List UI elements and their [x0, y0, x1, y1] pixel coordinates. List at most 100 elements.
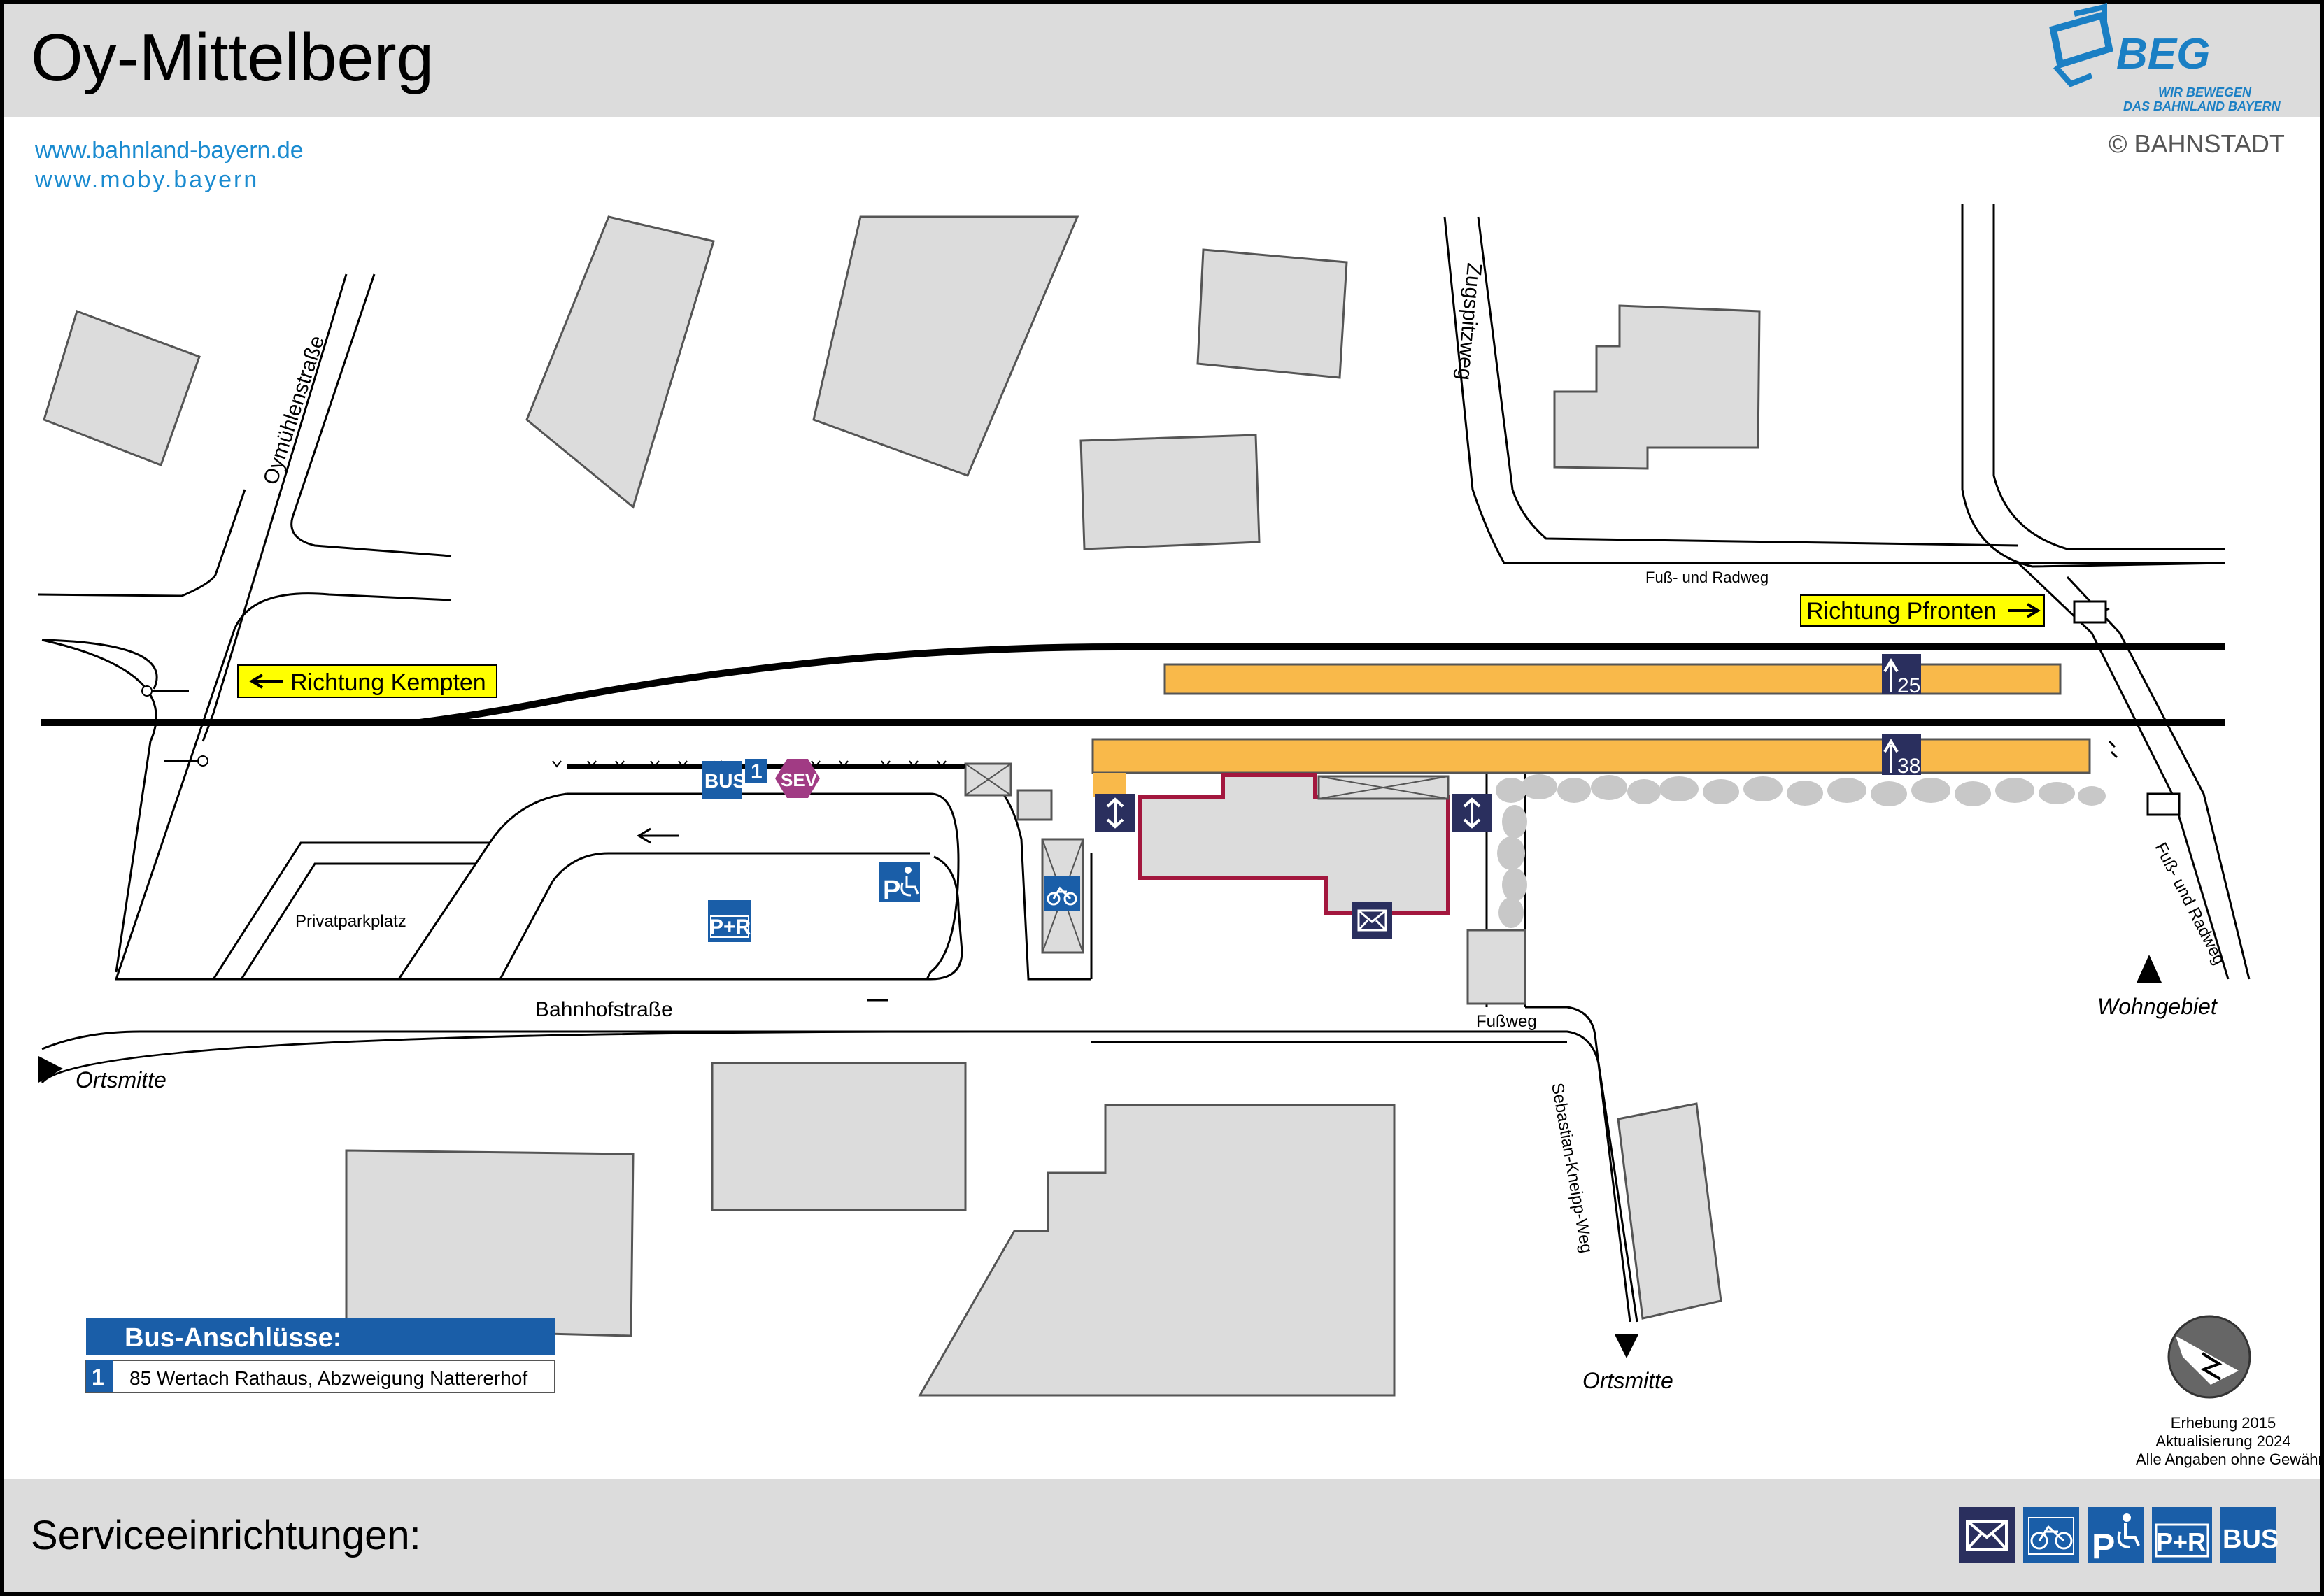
- platform-track-25: [1163, 663, 2062, 695]
- beg-logo-icon: [2049, 10, 2113, 69]
- bus-panel-row: [85, 1360, 555, 1393]
- footer-band: [4, 1479, 2320, 1592]
- station-canopy: [1317, 775, 1450, 800]
- bus-icon: [702, 761, 742, 799]
- service-disabled-parking: P: [2088, 1507, 2144, 1566]
- platform-extension: [1093, 773, 1126, 797]
- label-privatparkplatz: Privatparkplatz: [295, 912, 406, 931]
- bus-line-text: 85 Wertach Rathaus, Abzweigung Nattererh…: [129, 1367, 527, 1389]
- bus-stop-number: 1: [751, 760, 763, 783]
- park-and-ride-label: P+R: [709, 915, 751, 939]
- arrow-up-icon: [1883, 739, 1899, 773]
- sev-icon: [775, 759, 820, 798]
- building: [345, 1149, 635, 1337]
- header-band: [4, 4, 2320, 117]
- update-note: Aktualisierung 2024: [2155, 1432, 2290, 1450]
- park-and-ride-icon: [2155, 1523, 2209, 1558]
- link-bahnland-bayern[interactable]: www.bahnland-bayern.de: [34, 137, 304, 164]
- destination-label-ortsmitte-left: Ortsmitte: [76, 1067, 166, 1092]
- service-bus: BUS: [2220, 1507, 2279, 1563]
- arrow-left-icon: [249, 674, 283, 689]
- destination-label-ortsmitte-bottom: Ortsmitte: [1582, 1368, 1673, 1393]
- copyright-bahnstadt: © BAHNSTADT: [2109, 129, 2285, 158]
- mail-icon: [1357, 909, 1387, 932]
- bicycle-icon: [2030, 1532, 2048, 1550]
- bus-line-number: 1: [92, 1365, 104, 1390]
- bus-icon: [2220, 1507, 2276, 1563]
- shelters: [964, 762, 1526, 1005]
- building: [43, 310, 201, 466]
- bus-stop: BUS 1 SEV: [552, 759, 965, 799]
- right-crossing: [2073, 600, 2181, 816]
- track-sign-25: 25: [1882, 654, 1921, 697]
- access-ramp-right: [1452, 794, 1492, 832]
- destination-label-wohngebiet: Wohngebiet: [2097, 994, 2218, 1019]
- building: [525, 215, 715, 509]
- bus-stop-label: BUS: [704, 770, 746, 792]
- up-down-arrow-icon: [1463, 797, 1481, 829]
- railway-tracks: [41, 643, 2225, 726]
- triangle-marker-icon: [1615, 1334, 1638, 1358]
- street-label-bahnhofstrasse: Bahnhofstraße: [535, 998, 673, 1021]
- wheelchair-icon: [905, 867, 912, 874]
- destination-wohngebiet: Wohngebiet: [2097, 955, 2218, 1019]
- platform-track-38: [1091, 738, 2091, 774]
- disclaimer-note: Alle Angaben ohne Gewähr!: [2136, 1451, 2324, 1468]
- service-mail: [1959, 1507, 2015, 1563]
- direction-kempten-label: Richtung Kempten: [290, 669, 486, 696]
- park-and-ride-marker: P+R: [708, 900, 751, 942]
- building: [812, 215, 1079, 477]
- direction-pfronten: Richtung Pfronten: [1800, 594, 2045, 627]
- street-label-fuss-radweg-top: Fuß- und Radweg: [1645, 569, 1769, 586]
- triangle-marker-icon: [38, 1056, 63, 1083]
- service-bicycle: [2023, 1507, 2079, 1563]
- bus-panel-title: Bus-Anschlüsse:: [125, 1323, 341, 1353]
- services-label: Serviceeinrichtungen:: [31, 1513, 421, 1558]
- service-pr-label: P+R: [2156, 1527, 2206, 1556]
- sev-label: SEV: [781, 769, 818, 790]
- compass-north-icon: [2167, 1315, 2251, 1399]
- street-label-fussweg: Fußweg: [1476, 1012, 1537, 1031]
- direction-pfronten-label: Richtung Pfronten: [1806, 598, 1997, 625]
- page-title: Oy-Mittelberg: [31, 20, 434, 95]
- destination-ortsmitte-left: Ortsmitte: [38, 1056, 166, 1092]
- service-bus-label: BUS: [2223, 1525, 2279, 1554]
- up-down-arrow-icon: [1106, 797, 1124, 829]
- level-crossing-signals: [141, 685, 208, 767]
- hedge: [1496, 774, 2106, 928]
- bus-connections-panel: Bus-Anschlüsse: 1 85 Wertach Rathaus, Ab…: [85, 1318, 555, 1393]
- building: [918, 1104, 1396, 1397]
- bus-panel-header: [86, 1318, 555, 1355]
- buildings: [43, 215, 1761, 1397]
- triangle-marker-icon: [2137, 955, 2162, 983]
- service-icons: P P+R BUS: [1959, 1507, 2279, 1566]
- beg-tagline-2: DAS BAHNLAND BAYERN: [2123, 99, 2281, 113]
- disabled-parking-marker: P: [879, 862, 920, 905]
- building: [1079, 434, 1261, 550]
- building: [1196, 248, 1348, 379]
- service-park-and-ride: P+R: [2152, 1507, 2212, 1563]
- service-parking-p: P: [2092, 1527, 2115, 1566]
- destination-ortsmitte-bottom: Ortsmitte: [1582, 1334, 1673, 1393]
- track-number-25: 25: [1897, 674, 1920, 697]
- access-ramp-left: [1095, 794, 1135, 832]
- beg-logo-text: BEG: [2116, 30, 2210, 78]
- disabled-parking-icon: [2123, 1513, 2131, 1522]
- track-number-38: 38: [1897, 755, 1920, 778]
- one-way-arrow-icon: [637, 827, 679, 844]
- mail-icon: [1966, 1520, 2008, 1551]
- bicycle-icon: [1047, 892, 1061, 906]
- beg-logo: BEG WIR BEWEGEN DAS BAHNLAND BAYERN: [2049, 3, 2281, 113]
- direction-kempten: Richtung Kempten: [237, 664, 497, 698]
- parking-p-label: P: [883, 876, 900, 905]
- mailbox-marker: [1352, 902, 1392, 939]
- link-moby-bayern[interactable]: www.moby.bayern: [34, 166, 259, 193]
- beg-tagline-1: WIR BEWEGEN: [2158, 85, 2252, 99]
- track-siding: [419, 643, 2225, 726]
- bicycle-parking-marker: [1044, 876, 1080, 911]
- track-sign-38: 38: [1882, 734, 1921, 778]
- survey-note: Erhebung 2015: [2171, 1414, 2276, 1432]
- arrow-up-icon: [1883, 658, 1899, 692]
